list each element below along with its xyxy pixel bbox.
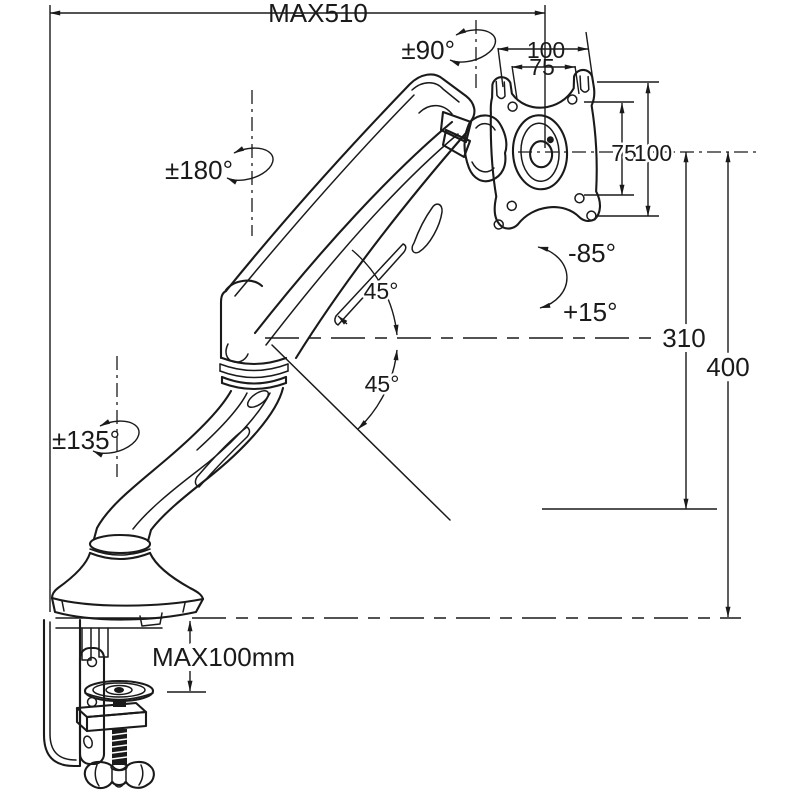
label-max-reach: MAX510: [268, 0, 368, 28]
vesa-plate: [489, 68, 602, 230]
clamp-wing-knob: [83, 760, 155, 790]
dim-clamp-capacity: [167, 620, 206, 693]
label-base-rotation: ±135°: [52, 425, 120, 455]
label-vesa-height-100: 100: [634, 140, 672, 166]
dim-vesa-width-100: [497, 31, 594, 88]
label-height-400: 400: [706, 352, 749, 382]
label-height-310: 310: [662, 323, 705, 353]
clamp-screw: [83, 679, 155, 765]
label-tilt-down: +15°: [563, 297, 618, 327]
label-tilt-up: -85°: [568, 238, 616, 268]
label-vesa-width-75: 75: [529, 54, 555, 80]
dim-vesa-width-75: [511, 64, 580, 100]
arm-angle-arcs: [337, 249, 399, 430]
lower-arm: [92, 386, 285, 543]
rotation-elbow-180: [226, 90, 274, 236]
dim-max-reach: [49, 5, 546, 612]
rotation-head-90: [449, 20, 497, 88]
rotation-base-135: [92, 356, 140, 477]
tilt-range-arc: [537, 246, 568, 309]
label-vesa-width-100: 100: [527, 37, 565, 63]
dim-height-310: [542, 151, 717, 510]
label-clamp-capacity: MAX100mm: [152, 642, 295, 672]
label-elbow-rotation: ±180°: [165, 155, 233, 185]
base: [50, 533, 205, 627]
label-vesa-height-75: 75: [611, 140, 637, 166]
label-arm-angle-lower: 45°: [365, 371, 400, 397]
arm-45deg-reference-line: [271, 344, 451, 521]
label-arm-angle-upper: 45°: [364, 278, 399, 304]
label-head-rotation: ±90°: [401, 35, 455, 65]
elbow-joint: [219, 279, 289, 390]
upper-arm: [224, 73, 476, 360]
dim-vesa-height-100: [597, 81, 659, 217]
